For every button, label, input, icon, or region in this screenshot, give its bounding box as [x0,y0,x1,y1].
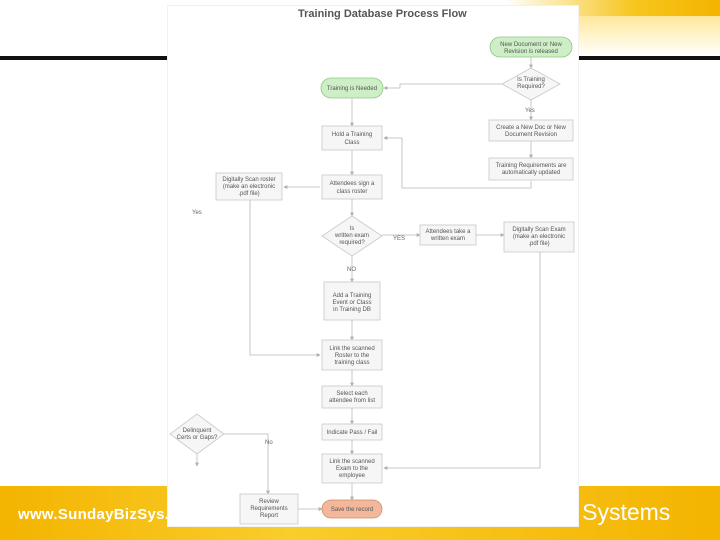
svg-text:Indicate Pass / Fail: Indicate Pass / Fail [327,430,378,436]
node-requirements-updated: Training Requirements are automatically … [488,157,574,181]
svg-text:Delinquent: Delinquent [183,428,212,434]
edge-updated-to-hold [383,136,532,189]
svg-text:Select each: Select each [336,391,367,397]
footer-company-name: Sunday Business Systems [398,499,671,525]
node-digitally-scan-roster: Digitally Scan roster (make an electroni… [215,172,283,201]
svg-text:.pdf file): .pdf file) [238,191,259,197]
svg-text:Training Requirements are: Training Requirements are [496,163,567,169]
node-training-needed: Training is Needed [320,77,384,99]
edge-label-yes-left: Yes [192,210,202,216]
svg-text:written exam: written exam [430,236,465,242]
svg-text:Link the scanned: Link the scanned [329,459,374,465]
edge-label-no-exam: NO [347,267,356,273]
svg-text:Required?: Required? [517,84,545,90]
node-add-event: Add a Training Event or Class in Trainin… [323,281,381,321]
svg-text:Link the scanned: Link the scanned [329,346,374,352]
edge-delinquent-to-review [222,433,270,495]
node-link-roster: Link the scanned Roster to the training … [321,339,383,371]
node-pass-fail: Indicate Pass / Fail [321,423,383,441]
header-glow-strip [578,16,720,56]
footer-website-url: www.SundayBizSys.com [18,506,201,523]
svg-text:(make an electronic: (make an electronic [223,184,275,190]
flow-edges [195,57,541,511]
svg-text:Event or Class: Event or Class [332,300,371,306]
svg-text:Save the record: Save the record [331,507,373,513]
edge-label-yes-top: Yes [525,108,535,114]
svg-text:Is Training: Is Training [517,77,545,83]
svg-text:New Document or New: New Document or New [500,42,562,48]
node-save-record: Save the record [321,499,383,519]
svg-text:training class: training class [334,360,369,366]
svg-text:Requirements: Requirements [250,506,287,512]
svg-text:Create a New Doc or New: Create a New Doc or New [496,125,566,131]
node-select-attendee: Select each attendee from list [321,385,383,409]
decision-delinquent: Delinquent Certs or Gaps? [169,413,225,455]
svg-text:Add a Training: Add a Training [333,293,372,299]
svg-text:Review: Review [259,499,279,505]
decision-is-training-required: Is Training Required? [501,67,561,101]
edge-question-to-training-needed [383,83,504,90]
svg-text:automatically updated: automatically updated [502,170,560,176]
svg-text:Roster to the: Roster to the [335,353,370,359]
edge-scan-exam-to-link-exam [383,252,541,470]
svg-text:attendee from list: attendee from list [329,398,375,404]
svg-text:written exam: written exam [334,233,369,239]
edge-label-yes-exam: YES [393,236,405,242]
svg-text:Exam to the: Exam to the [336,466,369,472]
svg-text:Hold a Training: Hold a Training [332,132,372,138]
svg-text:in Training DB: in Training DB [333,307,371,313]
edge-scan-roster-to-link [249,200,321,357]
svg-text:Is: Is [350,226,355,232]
svg-text:Class: Class [344,140,359,146]
svg-text:Digitally Scan Exam: Digitally Scan Exam [512,227,565,233]
svg-text:Revision is released: Revision is released [504,49,558,55]
svg-text:Document Revision: Document Revision [505,132,557,138]
node-attendees-exam: Attendees take a written exam [419,224,477,246]
node-review-report: Review Requirements Report [239,493,299,525]
svg-text:employee: employee [339,473,366,479]
svg-text:Report: Report [260,513,278,519]
svg-text:Training is Needed: Training is Needed [327,86,377,92]
node-new-doc: New Document or New Revision is released [489,36,573,58]
svg-text:required?: required? [339,240,365,246]
node-link-exam: Link the scanned Exam to the employee [321,453,383,484]
node-hold-class: Hold a Training Class [321,125,383,151]
page-title: Training Database Process Flow [298,8,467,20]
node-digitally-scan-exam: Digitally Scan Exam (make an electronic … [503,221,575,253]
svg-text:class roster: class roster [337,189,368,195]
decision-written-exam-required: Is written exam required? [321,215,383,257]
svg-text:Attendees take a: Attendees take a [425,229,471,235]
svg-text:(make an electronic: (make an electronic [513,234,565,240]
svg-text:Digitally Scan roster: Digitally Scan roster [222,177,275,183]
node-attendees-sign: Attendees sign a class roster [321,174,383,200]
edge-label-no-delinquent: No [265,440,273,446]
node-create-doc: Create a New Doc or New Document Revisio… [488,119,574,142]
svg-text:Attendees sign a: Attendees sign a [330,181,375,187]
svg-text:Certs or Gaps?: Certs or Gaps? [177,435,218,441]
svg-text:.pdf file): .pdf file) [528,241,549,247]
